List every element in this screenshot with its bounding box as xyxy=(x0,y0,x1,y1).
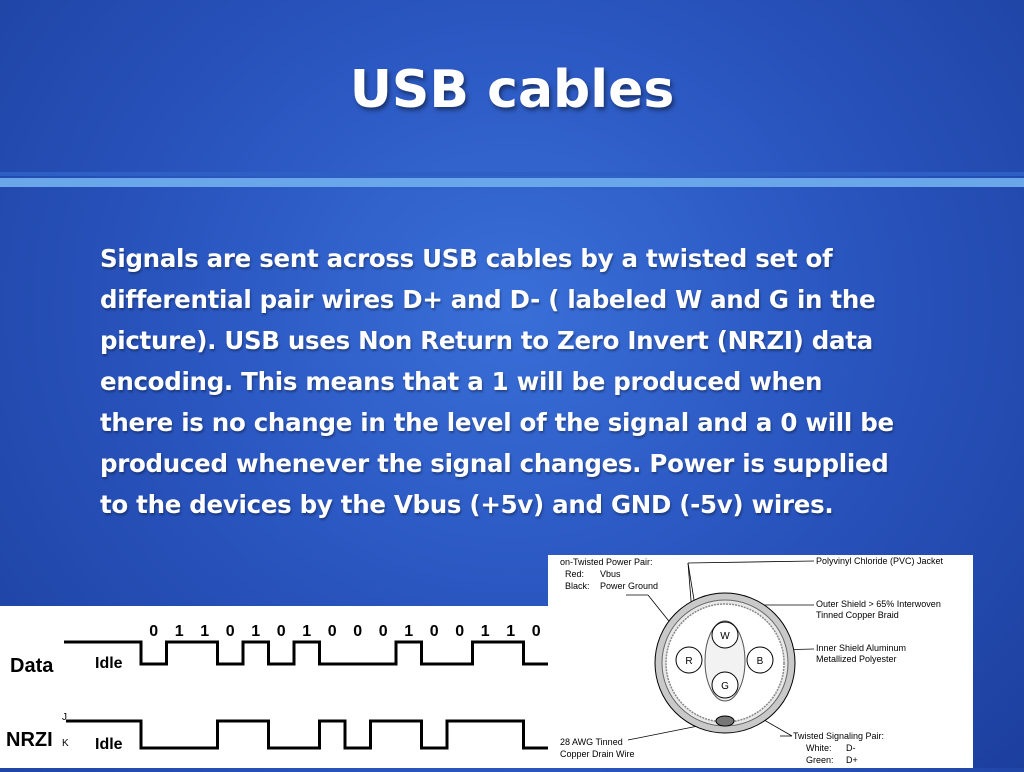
wire-g-label: G xyxy=(721,681,729,692)
body-line: there is no change in the level of the s… xyxy=(100,408,894,437)
bit-label: 1 xyxy=(302,623,311,640)
outer-shield-label-2: Tinned Copper Braid xyxy=(816,610,899,620)
bit-label: 1 xyxy=(200,623,209,640)
cable-cross-section-image: on-Twisted Power Pair: Red: Vbus Black: … xyxy=(548,555,973,768)
body-line: Signals are sent across USB cables by a … xyxy=(100,244,833,273)
signal-white-value: D- xyxy=(846,743,856,753)
bit-label: 0 xyxy=(455,623,464,640)
jacket-label: Polyvinyl Chloride (PVC) Jacket xyxy=(816,556,944,566)
signal-pair-title: Twisted Signaling Pair: xyxy=(793,731,884,741)
bit-label: 0 xyxy=(226,623,235,640)
wire-r xyxy=(675,646,703,674)
power-pair-red: Red: xyxy=(565,569,584,579)
drain-wire-label: 28 AWG Tinned xyxy=(560,737,623,747)
nrzi-idle-label: Idle xyxy=(95,736,123,753)
drain-wire xyxy=(715,715,735,727)
bit-label: 0 xyxy=(149,623,158,640)
power-pair-title: on-Twisted Power Pair: xyxy=(560,557,653,567)
inner-shield-label: Inner Shield Aluminum xyxy=(816,643,906,653)
bit-label: 0 xyxy=(328,623,337,640)
bit-label: 1 xyxy=(506,623,515,640)
bit-label: 1 xyxy=(404,623,413,640)
signal-green-value: D+ xyxy=(846,755,858,765)
bit-label: 1 xyxy=(175,623,184,640)
wire-w-label: W xyxy=(720,631,730,642)
data-idle-label: Idle xyxy=(95,655,123,672)
power-pair-red-value: Vbus xyxy=(600,569,621,579)
wire-b xyxy=(746,646,774,674)
bit-label: 0 xyxy=(430,623,439,640)
wire-w xyxy=(711,621,739,649)
body-line: to the devices by the Vbus (+5v) and GND… xyxy=(100,490,834,519)
wire-r-label: R xyxy=(685,656,692,667)
bit-label: 0 xyxy=(379,623,388,640)
nrzi-waveform xyxy=(66,719,549,750)
bit-label: 1 xyxy=(481,623,490,640)
data-label: Data xyxy=(10,655,54,677)
power-pair-black-value: Power Ground xyxy=(600,581,658,591)
inner-shield-label-2: Metallized Polyester xyxy=(816,654,897,664)
body-line: encoding. This means that a 1 will be pr… xyxy=(100,367,823,396)
nrzi-label: NRZI xyxy=(6,729,53,751)
title-divider xyxy=(0,178,1024,187)
bit-label: 0 xyxy=(353,623,362,640)
j-label: J xyxy=(62,712,67,723)
wire-b-label: B xyxy=(757,656,764,667)
body-line: produced whenever the signal changes. Po… xyxy=(100,449,889,478)
body-line: picture). USB uses Non Return to Zero In… xyxy=(100,326,873,355)
power-pair-black: Black: xyxy=(565,581,590,591)
signal-green: Green: xyxy=(806,755,834,765)
k-label: K xyxy=(62,738,69,749)
bit-label: 0 xyxy=(532,623,541,640)
outer-shield-label: Outer Shield > 65% Interwoven xyxy=(816,599,941,609)
slide-title: USB cables xyxy=(349,60,675,120)
body-paragraph: Signals are sent across USB cables by a … xyxy=(100,238,980,525)
drain-wire-label-2: Copper Drain Wire xyxy=(560,749,635,759)
wire-g xyxy=(711,671,739,699)
title-divider-dark xyxy=(0,172,1024,176)
bit-label: 0 xyxy=(277,623,286,640)
body-line: differential pair wires D+ and D- ( labe… xyxy=(100,285,876,314)
bit-label: 1 xyxy=(251,623,260,640)
data-waveform xyxy=(64,640,549,666)
cable-diagram: on-Twisted Power Pair: Red: Vbus Black: … xyxy=(560,556,944,765)
signal-white: White: xyxy=(806,743,832,753)
